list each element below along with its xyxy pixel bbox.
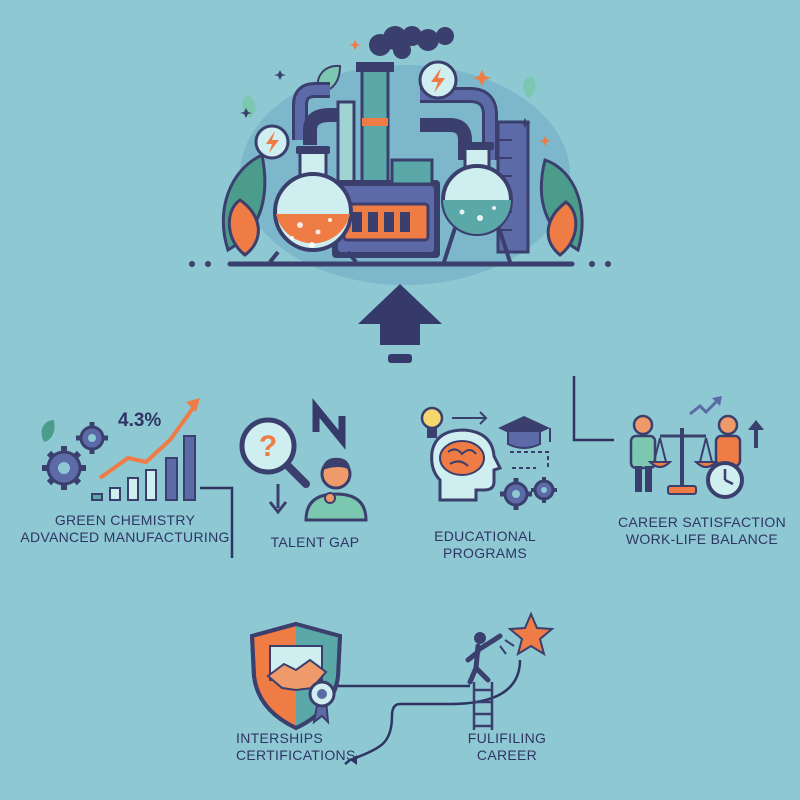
svg-text:?: ?: [259, 430, 277, 463]
connector-lines: [200, 376, 614, 765]
fulfilling-label-line2: CAREER: [476, 747, 538, 763]
gear-icon: [500, 478, 532, 510]
education-label-line1: EDUCATIONAL: [434, 528, 536, 544]
certification-shield-icon: [249, 621, 343, 731]
up-arrow-icon: [358, 284, 442, 363]
internships-label: INTERSHIPS CERTIFICATIONS: [236, 730, 366, 764]
person-climbing-icon: [465, 632, 503, 685]
graduation-cap-icon: [498, 416, 551, 449]
fulfilling-label: FULIFILING CAREER: [452, 730, 562, 764]
star-icon: [507, 611, 555, 657]
clock-icon: [706, 461, 744, 499]
education-icon: [420, 406, 557, 510]
head-brain-icon: [430, 428, 503, 502]
factory-illustration: [189, 26, 611, 285]
internships-label-line1: INTERSHIPS: [236, 730, 324, 746]
gear-icon: [42, 446, 86, 490]
growth-label-line1: GREEN CHEMISTRY: [54, 512, 196, 528]
person-icon: [714, 414, 742, 468]
talent-gap-icon: ?: [239, 398, 368, 522]
education-label: EDUCATIONAL PROGRAMS: [410, 528, 560, 562]
growth-chart-icon: [41, 398, 200, 501]
internships-label-line2: CERTIFICATIONS: [236, 747, 356, 763]
magnifier-icon: ?: [239, 417, 310, 488]
scale-icon: [647, 428, 719, 495]
down-arrow-icon: [268, 484, 288, 515]
growth-label-line2: ADVANCED MANUFACTURING: [20, 529, 230, 545]
person-thinking-icon: [304, 457, 368, 522]
fulfilling-label-line1: FULIFILING: [467, 730, 547, 746]
award-badge-icon: [308, 680, 336, 725]
career-label-line2: WORK-LIFE BALANCE: [625, 531, 779, 547]
education-label-line2: PROGRAMS: [442, 545, 528, 561]
handshake-icon: [266, 658, 328, 692]
up-arrow-icon: [748, 420, 764, 448]
person-icon: [629, 414, 657, 492]
growth-label: GREEN CHEMISTRY ADVANCED MANUFACTURING: [20, 512, 230, 546]
growth-percent: 4.3%: [118, 410, 162, 431]
career-label: CAREER SATISFACTION WORK-LIFE BALANCE: [612, 514, 792, 548]
work-life-balance-icon: [629, 396, 764, 499]
career-ladder-icon: [465, 611, 555, 730]
lightbulb-icon: [420, 406, 444, 438]
lightning-icon: [254, 124, 290, 160]
career-label-line1: CAREER SATISFACTION: [617, 514, 787, 530]
lightning-icon: [418, 60, 458, 100]
talent-gap-label: TALENT GAP: [270, 534, 360, 550]
gear-icon: [531, 477, 557, 503]
gear-icon: [76, 422, 108, 454]
